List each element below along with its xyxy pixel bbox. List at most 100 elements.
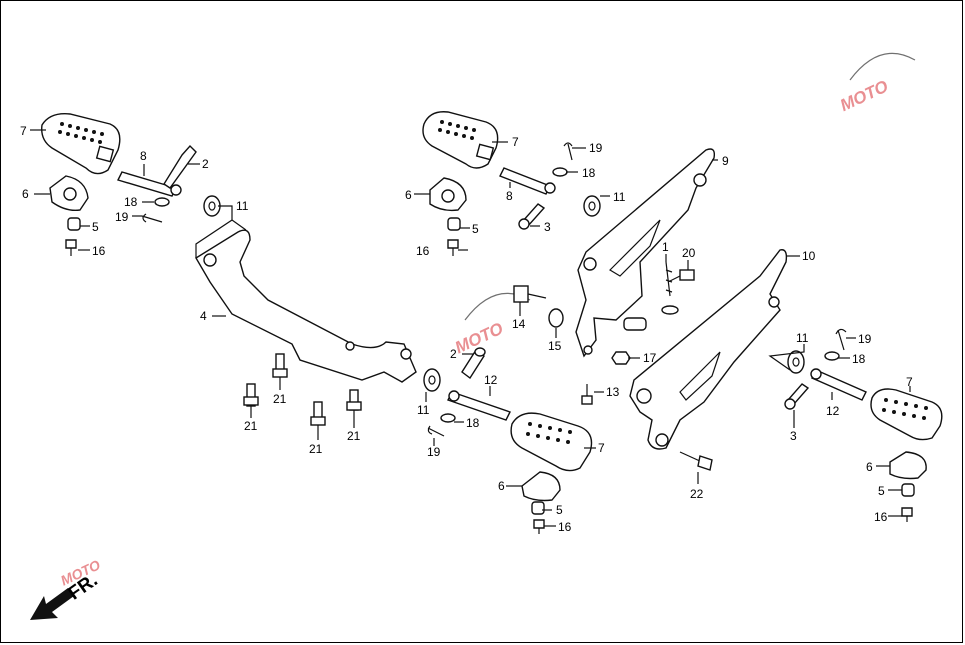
callout-7a: 7 xyxy=(20,124,27,138)
callout-18d: 18 xyxy=(852,352,866,366)
callout-4: 4 xyxy=(200,309,207,323)
callout-11c: 11 xyxy=(417,403,430,417)
callout-3b: 3 xyxy=(790,429,797,443)
callout-19a: 19 xyxy=(115,210,129,224)
washer-15 xyxy=(548,308,564,328)
bolt-upper-center xyxy=(447,239,459,256)
footpeg-bracket-lower-center xyxy=(521,471,561,502)
pin-8-upper-left xyxy=(117,171,182,197)
svg-text:MOTO: MOTO xyxy=(837,77,891,116)
callout-7d: 7 xyxy=(906,375,913,389)
cotter-19-right xyxy=(835,328,847,351)
footpeg-bracket-upper-center xyxy=(429,177,467,212)
pin-12-right xyxy=(810,368,867,401)
watermark-top-right: MOTO xyxy=(837,52,916,116)
bolt-14 xyxy=(513,285,547,303)
callout-21c: 21 xyxy=(309,442,323,456)
callout-6b: 6 xyxy=(405,188,412,202)
washer-18-upper-left xyxy=(154,197,170,207)
footpeg-rubber-upper-left xyxy=(41,113,121,175)
callout-18a: 18 xyxy=(124,195,138,209)
callout-12a: 12 xyxy=(484,373,498,387)
callout-18b: 18 xyxy=(582,166,596,180)
callout-6d: 6 xyxy=(866,460,873,474)
washer-18-upper-center xyxy=(552,167,568,177)
washer-18-right xyxy=(824,351,840,361)
callout-6a: 6 xyxy=(22,187,29,201)
collar-upper-center xyxy=(447,217,461,231)
bolt-22 xyxy=(679,451,713,471)
callout-10: 10 xyxy=(802,249,816,263)
callout-20: 20 xyxy=(682,246,696,260)
spring-1 xyxy=(661,261,679,315)
callout-21d: 21 xyxy=(347,429,361,443)
pin-12-lower-center xyxy=(447,390,511,421)
callout-11b: 11 xyxy=(613,190,626,204)
bolt-13 xyxy=(581,384,593,405)
callout-8b: 8 xyxy=(506,189,513,203)
footpeg-rubber-lower-center xyxy=(510,412,593,472)
pin-3-right xyxy=(784,383,810,410)
callout-7b: 7 xyxy=(512,135,519,149)
callout-22: 22 xyxy=(690,487,704,501)
callout-5c: 5 xyxy=(556,503,563,517)
washer-11-upper-left xyxy=(203,195,221,217)
callout-2b: 2 xyxy=(450,347,457,361)
main-step-bar xyxy=(195,229,417,383)
callout-8a: 8 xyxy=(140,149,147,163)
bolt-20 xyxy=(667,269,695,283)
callout-15: 15 xyxy=(548,339,562,353)
footpeg-bracket-right xyxy=(889,451,927,480)
callout-5d: 5 xyxy=(878,484,885,498)
callout-11d: 11 xyxy=(796,331,809,345)
callout-7c: 7 xyxy=(598,441,605,455)
callout-6c: 6 xyxy=(498,479,505,493)
callout-11a: 11 xyxy=(236,199,249,213)
callout-3a: 3 xyxy=(544,220,551,234)
nut-17 xyxy=(611,351,631,365)
pin-8-center xyxy=(499,167,556,195)
bolt-upper-left xyxy=(65,239,77,256)
callout-17: 17 xyxy=(643,351,657,365)
leader-lines xyxy=(30,129,911,527)
callout-14: 14 xyxy=(512,317,526,331)
collar-upper-left xyxy=(67,217,81,231)
callout-2a: 2 xyxy=(202,157,209,171)
pin-3-upper-center xyxy=(518,203,546,230)
washer-11-right xyxy=(787,350,805,374)
footrest-bracket-9 xyxy=(575,148,716,358)
bolt-21-c xyxy=(310,401,326,426)
callout-5b: 5 xyxy=(472,222,479,236)
callout-16d: 16 xyxy=(874,510,888,524)
washer-11-lower-center xyxy=(423,368,441,392)
callout-12b: 12 xyxy=(826,404,840,418)
collar-right xyxy=(901,483,915,497)
callout-5a: 5 xyxy=(92,220,99,234)
cotter-19-upper-left xyxy=(141,213,163,223)
bolt-lower-center xyxy=(533,519,545,534)
callout-16b: 16 xyxy=(416,244,430,258)
callout-21a: 21 xyxy=(244,419,258,433)
callout-19c: 19 xyxy=(427,445,441,459)
callout-9: 9 xyxy=(722,154,729,168)
front-direction-marker: FR. MOTO xyxy=(30,556,103,620)
cotter-19-upper-center xyxy=(563,142,573,161)
footpeg-rubber-right xyxy=(870,388,943,441)
bolt-21-b xyxy=(272,353,288,378)
cotter-19-lower-center xyxy=(427,425,445,437)
bolt-21-d xyxy=(346,389,362,411)
footpeg-rubber-upper-center xyxy=(422,111,499,169)
bolt-21-a xyxy=(243,383,259,407)
callout-13: 13 xyxy=(606,385,620,399)
callout-18c: 18 xyxy=(466,416,480,430)
pin-2-lower-center xyxy=(461,347,486,380)
washer-11-upper-center xyxy=(583,195,601,217)
pin-2-upper-left xyxy=(163,144,197,189)
callout-16a: 16 xyxy=(92,244,106,258)
collar-lower-center xyxy=(531,501,545,515)
bolt-right xyxy=(901,507,913,522)
footpeg-bracket-upper-left xyxy=(49,175,89,212)
footrest-bracket-10 xyxy=(629,249,788,450)
